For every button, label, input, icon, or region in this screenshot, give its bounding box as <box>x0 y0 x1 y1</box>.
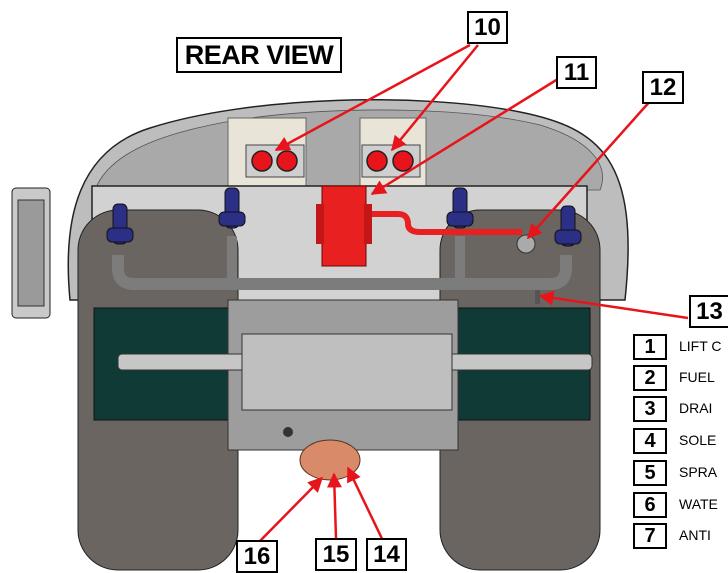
legend-label: LIFT C <box>679 338 722 354</box>
arrow-15 <box>326 472 342 539</box>
hose-reel-flange-left <box>316 204 324 244</box>
arrow-10a <box>274 43 471 152</box>
tail-light-right-2 <box>392 150 414 172</box>
legend-number: 5 <box>633 460 667 486</box>
view-title: REAR VIEW <box>176 37 342 73</box>
legend-item: 2 FUEL <box>633 365 728 391</box>
legend-label: DRAI <box>679 400 713 416</box>
arrow-13 <box>538 290 689 320</box>
legend-number: 4 <box>633 428 667 454</box>
arrow-12 <box>527 98 653 240</box>
legend-item: 6 WATE <box>633 492 728 518</box>
callout-14: 14 <box>366 538 407 571</box>
callout-12: 12 <box>642 71 684 104</box>
tail-light-left-1 <box>251 150 273 172</box>
spray-nozzle-1 <box>106 203 134 245</box>
tail-light-right-1 <box>366 150 388 172</box>
callout-16: 16 <box>236 540 278 573</box>
spray-nozzle-3 <box>446 187 474 229</box>
tail-light-left-2 <box>276 150 298 172</box>
rear-step-plate <box>241 333 453 411</box>
legend-number: 6 <box>633 492 667 518</box>
legend-label: SOLE <box>679 432 717 448</box>
hose-reel-flange-right <box>364 204 372 244</box>
legend-item: 7 ANTI <box>633 523 728 549</box>
mirror-glass <box>17 199 45 307</box>
legend-number: 2 <box>633 365 667 391</box>
arrow-16 <box>257 476 324 544</box>
legend-item: 1 LIFT C <box>633 334 728 360</box>
legend-number: 3 <box>633 396 667 422</box>
legend-item: 4 SOLE <box>633 428 728 454</box>
drain-plug <box>283 427 293 437</box>
rear-sensor <box>535 290 540 304</box>
legend-item: 3 DRAI <box>633 396 728 422</box>
hose-reel <box>321 185 367 267</box>
legend-label: ANTI <box>679 527 711 543</box>
callout-13: 13 <box>689 295 728 328</box>
spray-nozzle-4 <box>554 205 582 247</box>
callout-10: 10 <box>467 11 508 44</box>
callout-15: 15 <box>315 538 357 571</box>
callout-11: 11 <box>556 56 597 89</box>
legend-item: 5 SPRA <box>633 460 728 486</box>
red-hose <box>372 211 522 235</box>
arrow-14 <box>346 466 388 548</box>
legend-label: FUEL <box>679 369 715 385</box>
arrow-11 <box>370 72 567 196</box>
spray-nozzle-2 <box>218 187 246 229</box>
spray-bar-pipe <box>112 255 572 290</box>
legend-number: 1 <box>633 334 667 360</box>
spray-valve <box>516 234 536 254</box>
arrow-10b <box>391 44 479 152</box>
legend-label: SPRA <box>679 464 718 480</box>
legend-label: WATE <box>679 496 718 512</box>
legend-number: 7 <box>633 523 667 549</box>
